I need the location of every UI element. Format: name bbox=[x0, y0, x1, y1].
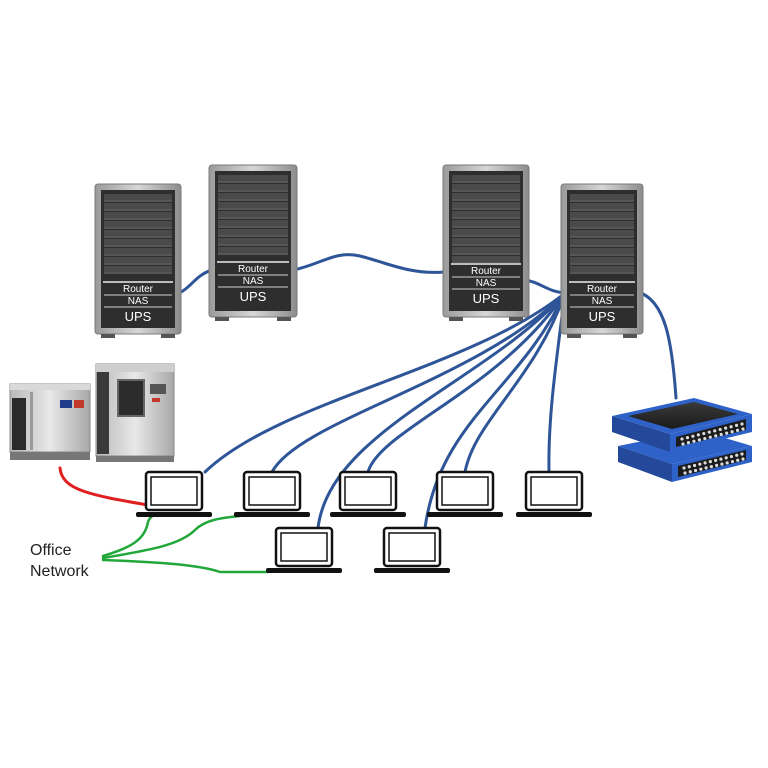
daq-port-icon bbox=[719, 457, 723, 461]
daq-port-icon bbox=[714, 458, 718, 462]
laptop-group bbox=[136, 470, 592, 573]
server-nas-label: NAS bbox=[592, 296, 613, 307]
office-network-line2: Network bbox=[30, 563, 89, 580]
cable-server4-daq bbox=[636, 290, 678, 400]
daq-port-icon bbox=[720, 462, 724, 466]
daq-port-icon bbox=[693, 468, 698, 473]
daq-port-icon bbox=[714, 434, 718, 438]
daq-port-icon bbox=[687, 465, 691, 469]
server-group: RouterNASUPSRouterNASUPSRouterNASUPSRout… bbox=[94, 164, 644, 338]
laptop-icon bbox=[136, 470, 212, 517]
daq-port-icon bbox=[682, 466, 686, 470]
daq-port-icon bbox=[698, 462, 702, 466]
server-nas-label: NAS bbox=[476, 278, 497, 289]
daq-port-icon bbox=[680, 437, 684, 441]
daq-port-icon bbox=[692, 463, 697, 468]
office-cable-2 bbox=[101, 514, 242, 560]
daq-connectors bbox=[680, 422, 745, 475]
chamber-cable bbox=[58, 466, 150, 507]
server-router-label: Router bbox=[123, 284, 154, 295]
daq-port-icon bbox=[708, 460, 712, 464]
laptop-icon bbox=[330, 470, 406, 517]
daq-port-icon bbox=[725, 461, 729, 465]
daq-port-icon bbox=[699, 467, 703, 471]
daq-port-icon bbox=[736, 458, 740, 462]
cable-laptop-4 bbox=[366, 291, 567, 474]
cable-server2-server3 bbox=[291, 253, 446, 274]
daq-port-icon bbox=[688, 470, 692, 474]
server-ups-label: UPS bbox=[240, 289, 267, 304]
office-network-line1: Office bbox=[30, 542, 72, 559]
cable-laptop-3 bbox=[316, 291, 567, 530]
laptop-icon bbox=[266, 526, 342, 573]
server-nas-label: NAS bbox=[243, 276, 264, 287]
daq-port-icon bbox=[703, 436, 707, 441]
daq-port-icon bbox=[718, 427, 722, 432]
daq-port-icon bbox=[707, 430, 711, 434]
daq-port-icon bbox=[729, 425, 733, 429]
server-ups-label: UPS bbox=[473, 291, 500, 306]
daq-port-icon bbox=[735, 428, 740, 432]
daq-port-icon bbox=[692, 439, 696, 443]
daq-port-icon bbox=[686, 441, 691, 445]
daq-port-icon bbox=[724, 456, 728, 460]
daq-port-icon bbox=[704, 466, 708, 470]
server-ups-label: UPS bbox=[589, 309, 616, 324]
daq-port-icon bbox=[735, 453, 739, 457]
daq-port-icon bbox=[725, 431, 729, 435]
office-network-cables bbox=[101, 512, 270, 574]
cable-laptop-5 bbox=[423, 291, 567, 530]
daq-port-icon bbox=[715, 463, 719, 467]
daq-port-icon bbox=[741, 427, 745, 431]
daq-port-icon bbox=[697, 438, 701, 442]
daq-port-icon bbox=[730, 430, 734, 434]
daq-port-icon bbox=[741, 457, 745, 461]
laptop-icon bbox=[516, 470, 592, 517]
server-ups-label: UPS bbox=[125, 309, 152, 324]
cable-laptop-6 bbox=[463, 291, 567, 474]
daq-port-icon bbox=[713, 429, 717, 433]
server-router-label: Router bbox=[238, 264, 269, 275]
daq-port-icon bbox=[683, 471, 687, 475]
daq-port-icon bbox=[696, 433, 700, 437]
environmental-chamber-icon bbox=[9, 363, 175, 462]
daq-port-icon bbox=[691, 434, 695, 438]
daq-port-icon bbox=[702, 431, 706, 436]
office-network-label: Office Network bbox=[30, 540, 89, 582]
daq-port-icon bbox=[730, 459, 735, 464]
data-acquisition-unit-icon bbox=[612, 398, 752, 482]
daq-port-icon bbox=[685, 436, 690, 440]
daq-port-icon bbox=[681, 442, 685, 446]
daq-port-icon bbox=[729, 454, 734, 459]
laptop-icon bbox=[374, 526, 450, 573]
daq-port-icon bbox=[734, 423, 739, 427]
server-router-label: Router bbox=[471, 266, 502, 277]
daq-port-icon bbox=[709, 465, 713, 469]
daq-port-icon bbox=[740, 422, 744, 426]
daq-port-icon bbox=[708, 435, 712, 439]
laptop-icon bbox=[234, 470, 310, 517]
laptop-icon bbox=[427, 470, 503, 517]
daq-port-icon bbox=[719, 432, 723, 437]
cable-laptop-2 bbox=[270, 291, 567, 474]
server-router-label: Router bbox=[587, 284, 618, 295]
daq-port-icon bbox=[724, 426, 728, 430]
office-cable-3 bbox=[101, 558, 270, 574]
cable-laptop-1 bbox=[203, 291, 567, 474]
cable-server3-server4 bbox=[523, 278, 567, 295]
daq-port-icon bbox=[703, 461, 707, 465]
daq-port-icon bbox=[740, 452, 744, 456]
server-nas-label: NAS bbox=[128, 296, 149, 307]
